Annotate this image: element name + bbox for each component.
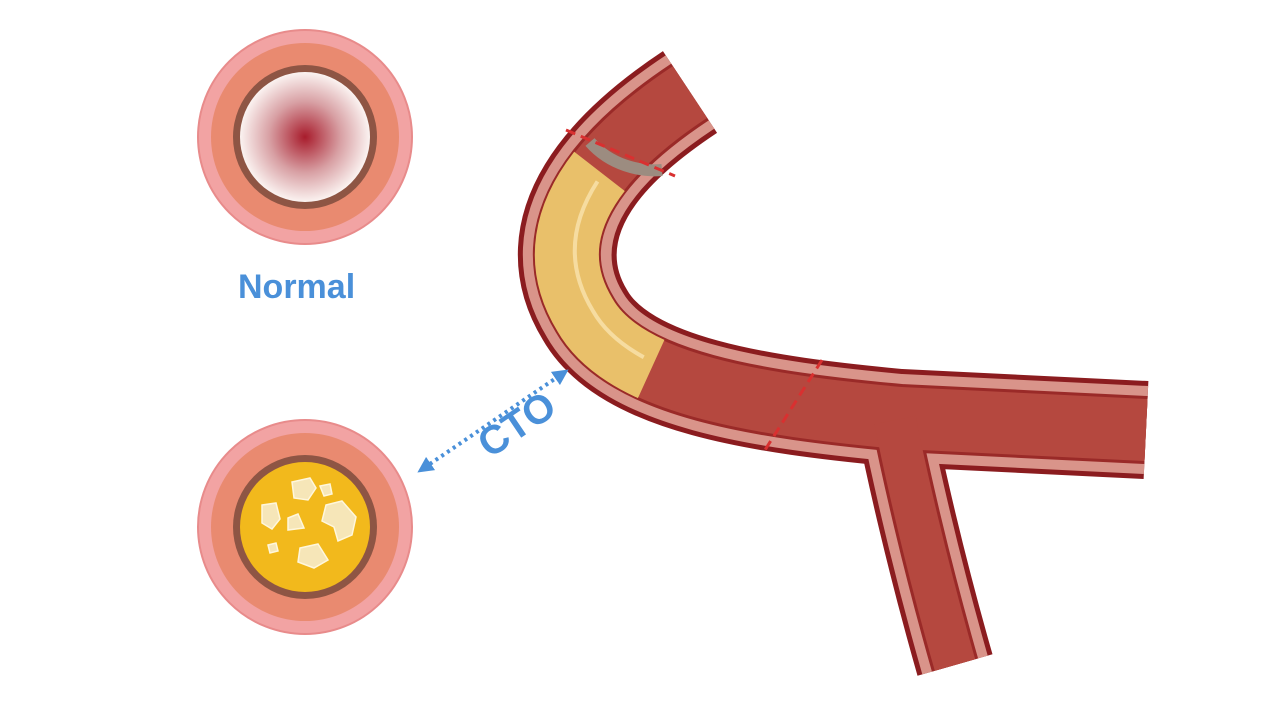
- plaque-occlusion: [534, 65, 1148, 462]
- cto-artery-cross-section: [197, 419, 413, 635]
- normal-label: Normal: [238, 268, 356, 306]
- proximal-cap: [585, 137, 663, 177]
- distal-cap-marker: [763, 359, 824, 451]
- coronary-artery-longitudinal: [517, 51, 1155, 676]
- normal-artery-cross-section: [197, 29, 413, 245]
- proximal-cap-marker: [565, 128, 676, 178]
